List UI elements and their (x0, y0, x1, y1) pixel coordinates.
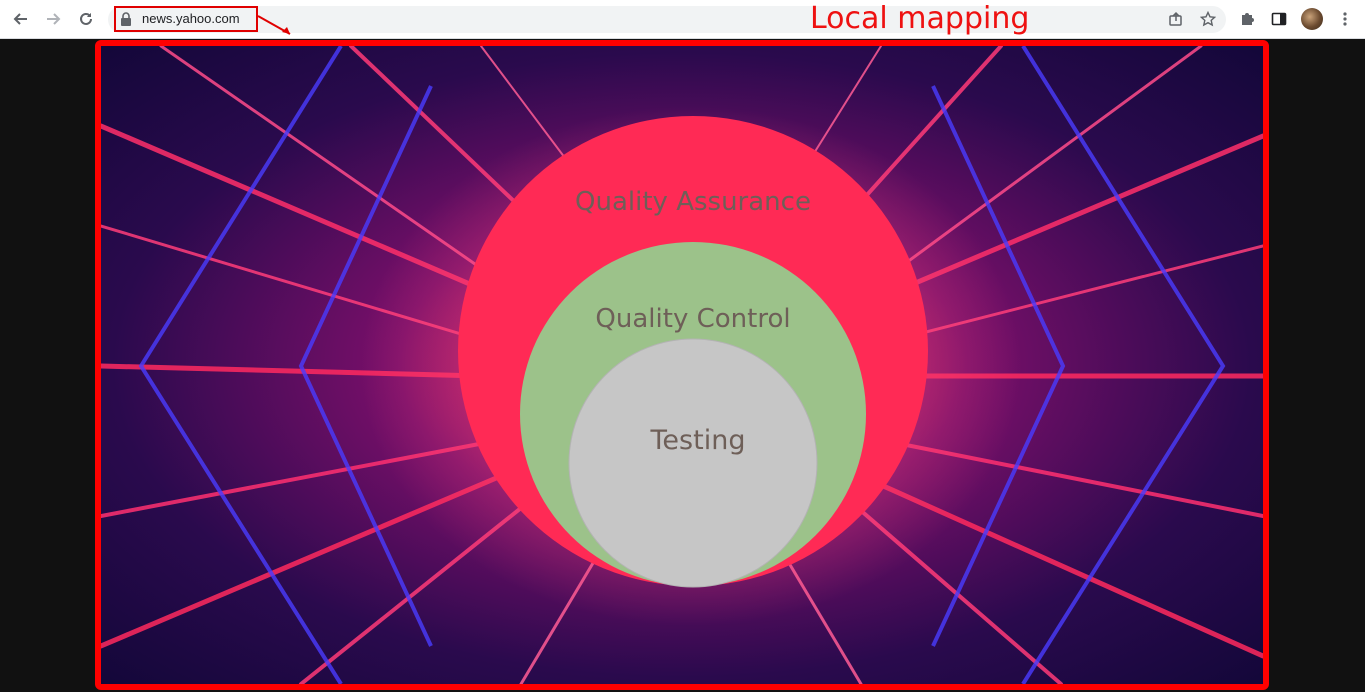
lock-icon (120, 12, 132, 26)
testing-label: Testing (650, 425, 746, 456)
quality-assurance-label: Quality Assurance (575, 187, 811, 217)
star-icon[interactable] (1198, 9, 1218, 29)
quality-nested-circles-diagram: Quality Assurance Quality Control Testin… (458, 116, 928, 588)
quality-control-label: Quality Control (595, 304, 790, 334)
url-text[interactable]: news.yahoo.com (142, 11, 240, 26)
url-highlight-box (114, 6, 258, 32)
testing-circle (568, 338, 818, 588)
side-panel-icon[interactable] (1269, 9, 1289, 29)
back-icon[interactable] (11, 9, 31, 29)
address-bar[interactable] (108, 6, 1226, 33)
reload-icon[interactable] (76, 9, 96, 29)
annotation-arrow (257, 15, 291, 35)
annotation-title: Local mapping (810, 1, 1030, 36)
video-frame[interactable]: Quality Assurance Quality Control Testin… (95, 40, 1269, 690)
extensions-icon[interactable] (1237, 9, 1257, 29)
forward-icon[interactable] (43, 9, 63, 29)
menu-icon[interactable] (1335, 9, 1355, 29)
share-icon[interactable] (1166, 9, 1186, 29)
browser-toolbar: news.yahoo.com Local mapping (0, 0, 1365, 39)
profile-avatar[interactable] (1301, 8, 1323, 30)
